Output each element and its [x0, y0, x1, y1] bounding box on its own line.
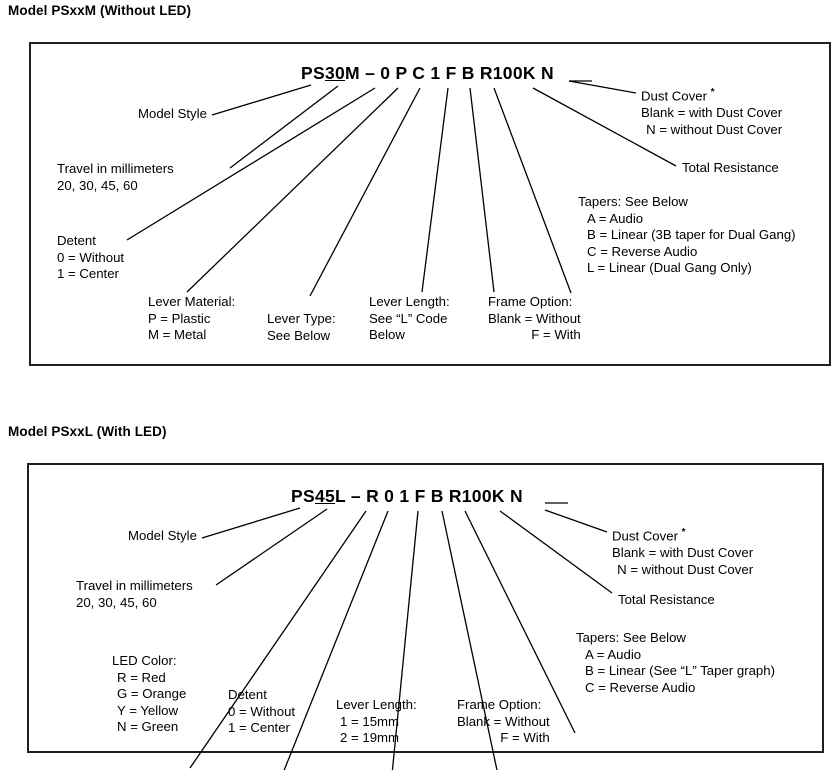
callout-tapers-psxxl: Tapers: See Below A = Audio B = Linear (… — [576, 630, 775, 696]
callout-lever-material-psxxm: Lever Material: P = Plastic M = Metal — [148, 294, 235, 344]
footnote-asterisk: * — [681, 527, 686, 538]
callout-line: C = Reverse Audio — [587, 243, 698, 259]
callout-line: Detent — [57, 233, 96, 248]
callout-line: B = Linear (3B taper for Dual Gang) — [587, 227, 796, 243]
callout-line: R = Red — [117, 669, 166, 685]
part-number-psxxm: PS30M – 0 P C 1 F B R100K N — [301, 63, 554, 84]
callout-line: C = Reverse Audio — [585, 679, 696, 695]
part-number-text: PS — [301, 63, 325, 83]
callout-line: 1 = Center — [228, 720, 290, 736]
callout-line: 20, 30, 45, 60 — [57, 177, 138, 193]
callout-travel-psxxm: Travel in millimeters 20, 30, 45, 60 — [57, 161, 174, 194]
callout-line: Dust Cover * — [612, 525, 753, 545]
part-number-text: PS — [291, 486, 315, 506]
part-number-psxxl: PS45L – R 0 1 F B R100K N — [291, 486, 523, 507]
callout-line: Blank = with Dust Cover — [641, 104, 783, 120]
callout-line: Total Resistance — [682, 160, 779, 175]
callout-line: Lever Length: — [369, 294, 450, 309]
callout-line: Lever Material: — [148, 294, 236, 309]
callout-line: Blank = with Dust Cover — [612, 544, 754, 560]
callout-line: N = without Dust Cover — [617, 561, 754, 577]
callout-line: F = With — [531, 327, 581, 343]
callout-line: Model Style — [128, 528, 197, 543]
callout-line: M = Metal — [148, 327, 207, 343]
callout-model-style-psxxm: Model Style — [138, 106, 207, 123]
callout-line: 20, 30, 45, 60 — [76, 594, 157, 610]
callout-line: N = Green — [117, 719, 179, 735]
part-number-model-suffix: L — [335, 486, 346, 506]
callout-line: Dust Cover * — [641, 85, 782, 105]
callout-line: N = without Dust Cover — [646, 121, 783, 137]
callout-line: Travel in millimeters — [57, 161, 174, 176]
callout-led-color-psxxl: LED Color: R = Red G = Orange Y = Yellow… — [112, 653, 186, 736]
callout-line: 1 = 15mm — [340, 713, 400, 729]
callout-lever-length-psxxl: Lever Length: 1 = 15mm 2 = 19mm — [336, 697, 417, 747]
callout-line: 0 = Without — [228, 703, 296, 719]
callout-line: Tapers: See Below — [576, 630, 686, 645]
callout-line: Travel in millimeters — [76, 578, 193, 593]
callout-line: Frame Option: — [457, 697, 542, 712]
part-number-dash: – — [359, 63, 381, 83]
callout-line: 1 = Center — [57, 266, 119, 282]
callout-line: 2 = 19mm — [340, 730, 400, 746]
callout-travel-psxxl: Travel in millimeters 20, 30, 45, 60 — [76, 578, 193, 611]
dust-cover-label: Dust Cover — [612, 528, 678, 544]
diagram-box-psxxl — [27, 463, 824, 753]
callout-line: Blank = Without — [488, 310, 581, 326]
callout-lever-type-psxxm: Lever Type: See Below — [267, 311, 336, 344]
callout-line: B = Linear (See “L” Taper graph) — [585, 663, 775, 679]
callout-line: A = Audio — [587, 210, 644, 226]
callout-frame-option-psxxm: Frame Option: Blank = Without F = With — [488, 294, 581, 344]
callout-line: L = Linear (Dual Gang Only) — [587, 260, 752, 276]
callout-line: Frame Option: — [488, 294, 573, 309]
callout-model-style-psxxl: Model Style — [128, 528, 197, 545]
callout-line: Y = Yellow — [117, 702, 178, 718]
part-number-travel-digits: 45 — [314, 486, 336, 506]
callout-line: P = Plastic — [148, 310, 211, 326]
callout-line: 0 = Without — [57, 249, 125, 265]
callout-line: Model Style — [138, 106, 207, 121]
page-title-model-psxxl: Model PSxxL (With LED) — [8, 424, 167, 439]
callout-total-resistance-psxxl: Total Resistance — [618, 592, 715, 609]
callout-line: Blank = Without — [457, 713, 550, 729]
callout-line: G = Orange — [117, 686, 187, 702]
callout-line: Detent — [228, 687, 267, 702]
callout-line: See “L” Code — [369, 310, 448, 326]
callout-line: Below — [369, 327, 405, 343]
part-number-option-codes: R 0 1 F B R100K N — [366, 486, 523, 506]
callout-dust-cover-psxxl: Dust Cover * Blank = with Dust Cover N =… — [612, 525, 753, 578]
callout-tapers-psxxm: Tapers: See Below A = Audio B = Linear (… — [578, 194, 796, 277]
footnote-asterisk: * — [710, 87, 715, 98]
callout-frame-option-psxxl: Frame Option: Blank = Without F = With — [457, 697, 550, 747]
callout-line: LED Color: — [112, 653, 177, 668]
callout-line: Lever Type: — [267, 311, 336, 326]
callout-detent-psxxl: Detent 0 = Without 1 = Center — [228, 687, 295, 737]
callout-line: A = Audio — [585, 646, 642, 662]
page-title-model-psxxm: Model PSxxM (Without LED) — [8, 3, 192, 18]
callout-lever-length-psxxm: Lever Length: See “L” Code Below — [369, 294, 450, 344]
callout-line: F = With — [500, 730, 550, 746]
part-number-dash: – — [345, 486, 367, 506]
callout-line: See Below — [267, 327, 331, 343]
callout-line: Lever Length: — [336, 697, 417, 712]
part-number-model-suffix: M — [345, 63, 360, 83]
callout-line: Total Resistance — [618, 592, 715, 607]
callout-dust-cover-psxxm: Dust Cover * Blank = with Dust Cover N =… — [641, 85, 782, 138]
callout-total-resistance-psxxm: Total Resistance — [682, 160, 779, 177]
part-number-option-codes: 0 P C 1 F B R100K N — [380, 63, 554, 83]
callout-detent-psxxm: Detent 0 = Without 1 = Center — [57, 233, 124, 283]
callout-line: Tapers: See Below — [578, 194, 688, 209]
part-number-travel-digits: 30 — [324, 63, 346, 83]
dust-cover-label: Dust Cover — [641, 88, 707, 104]
